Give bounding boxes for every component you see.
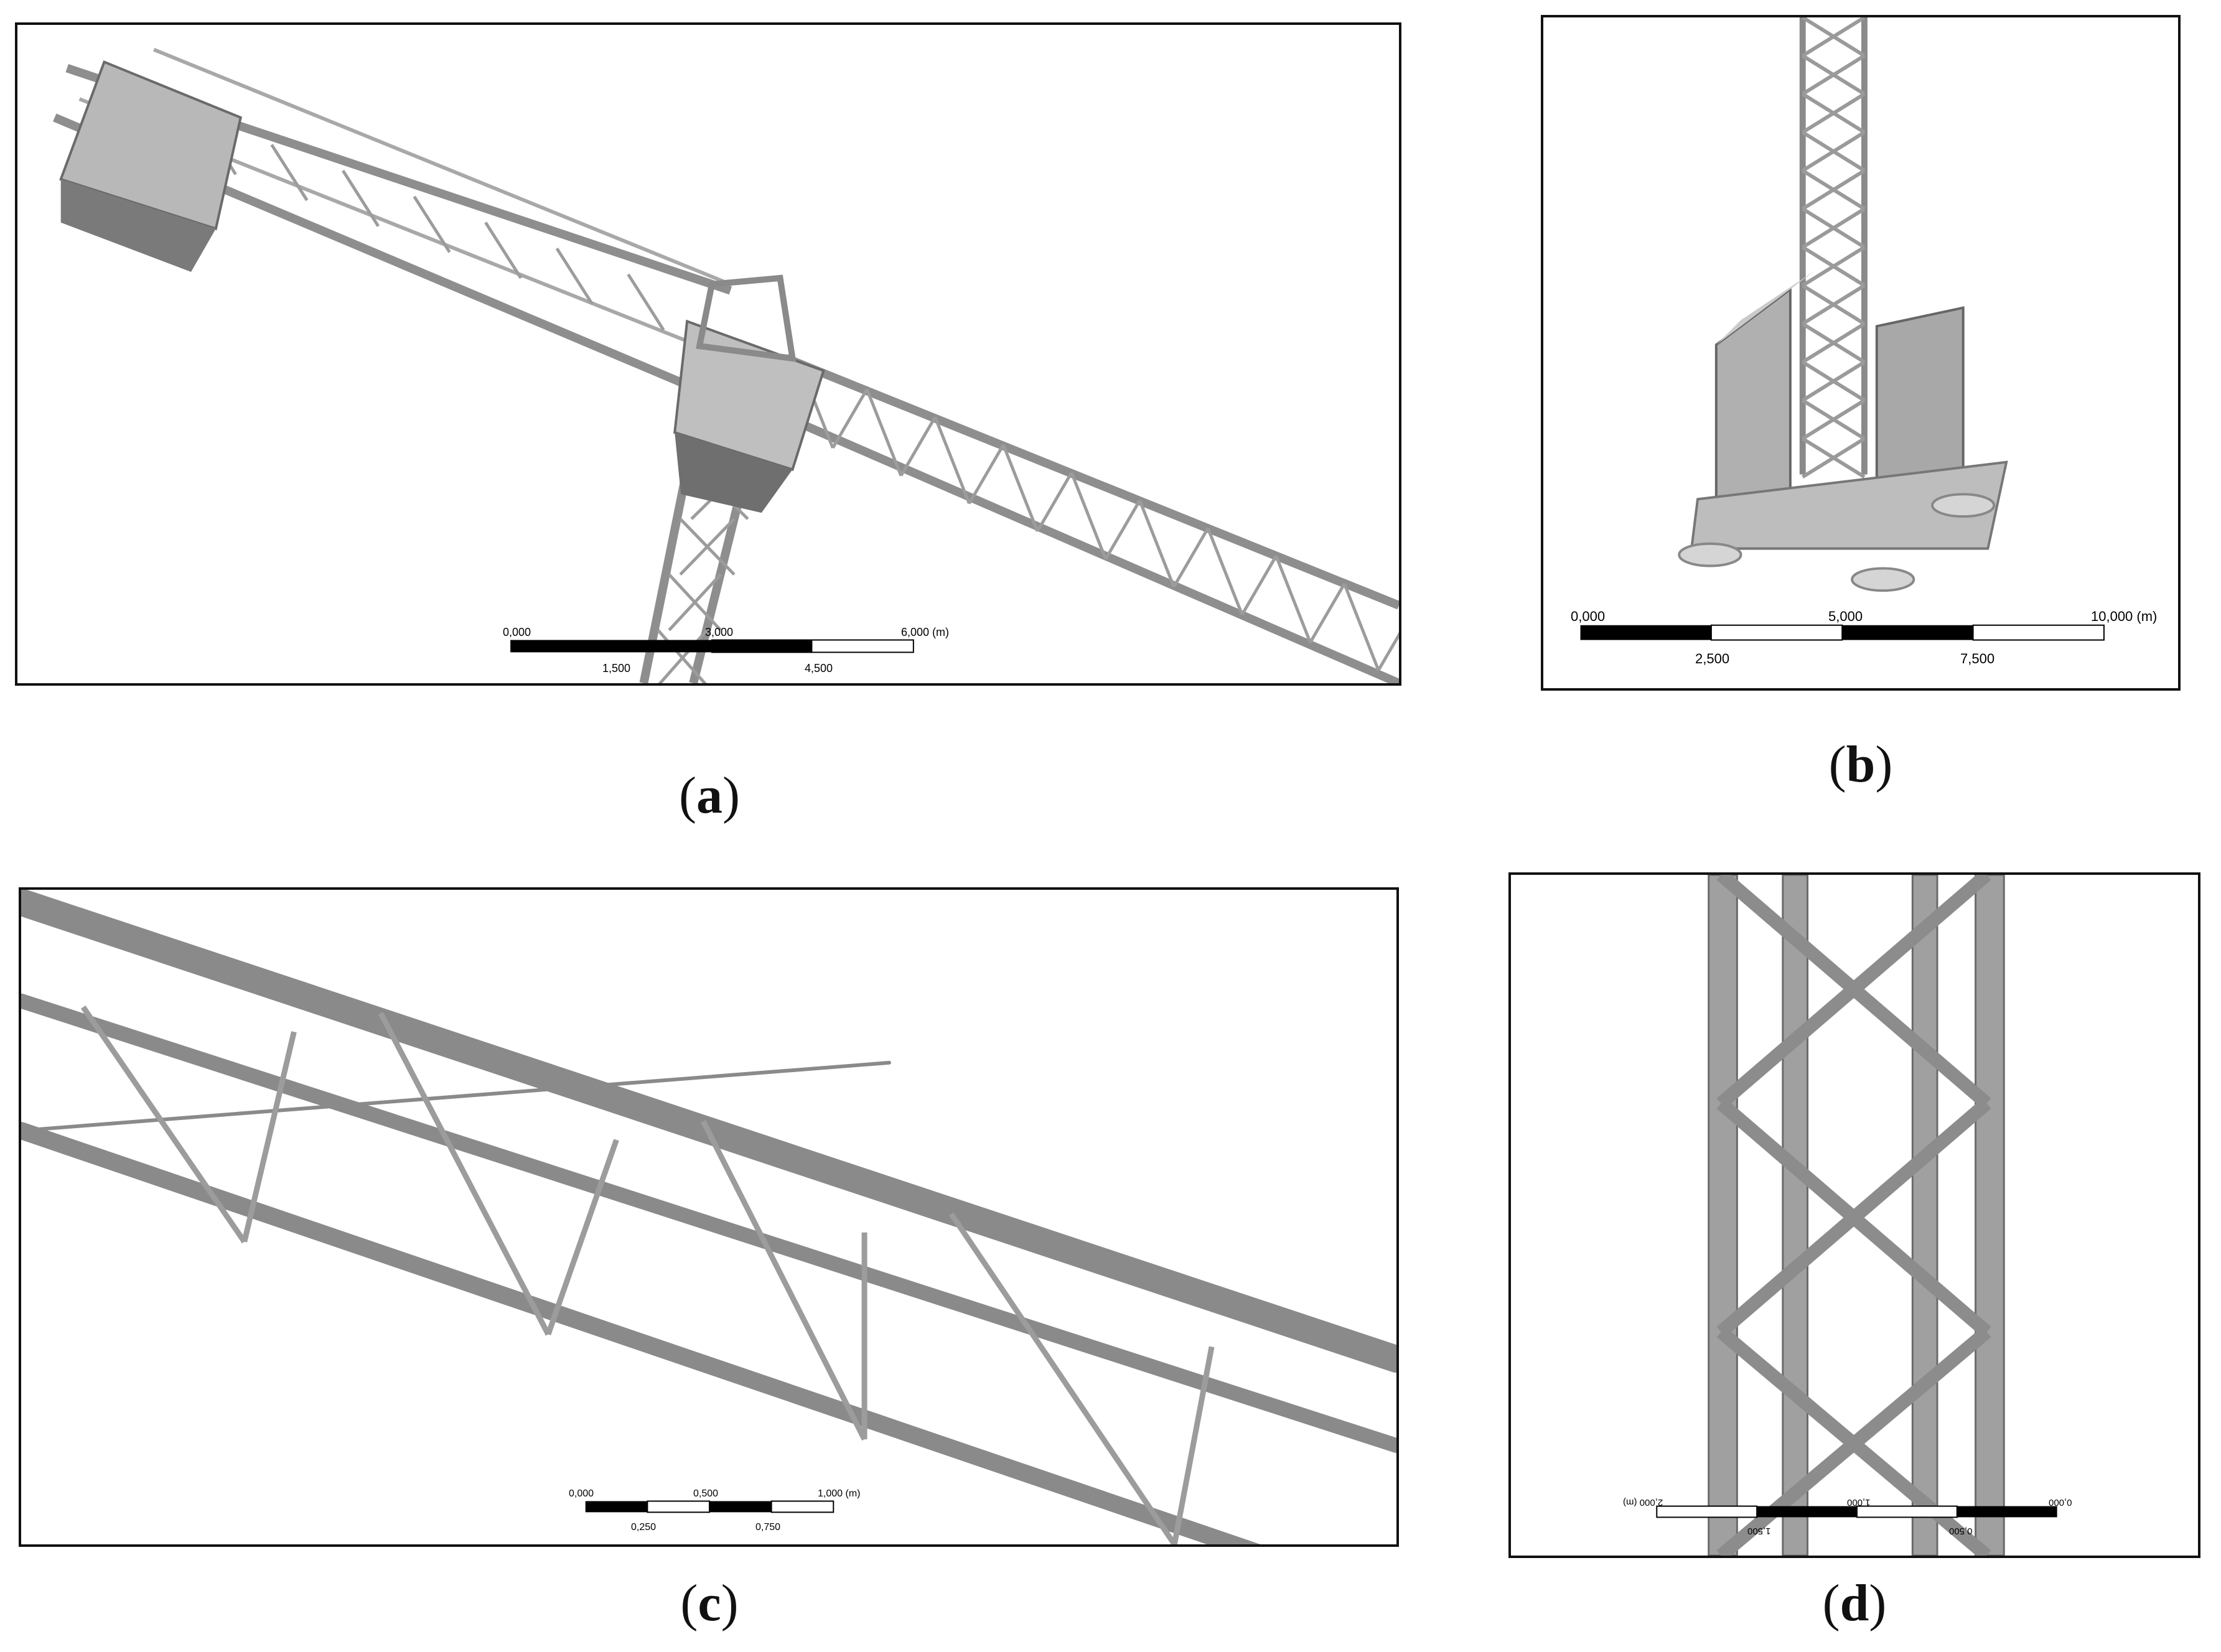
panel-a: 0,000 3,000 6,000 (m) 1,500 4,500 — [15, 22, 1401, 686]
scale-label-b-3: 2,500 — [1695, 651, 1730, 666]
scale-label-c-2: 1,000 (m) — [818, 1488, 861, 1499]
scale-label-d-3: 0,500 — [1949, 1526, 1973, 1536]
scale-label-b-0: 0,000 — [1571, 609, 1606, 624]
scale-label-c-3: 0,250 — [631, 1522, 657, 1533]
crane-base-render — [1580, 17, 2105, 641]
scale-label-b-1: 5,000 — [1828, 609, 1863, 624]
scale-label-a-1: 3,000 — [705, 626, 734, 638]
mast-section-detail-render — [1656, 875, 2057, 1556]
scale-label-d-2: 2,000 (m) — [1623, 1497, 1663, 1508]
scale-label-d-1: 1,000 — [1847, 1497, 1871, 1508]
scale-label-c-0: 0,000 — [569, 1488, 594, 1499]
jib-truss-detail-render — [21, 890, 1396, 1544]
scale-label-c-1: 0,500 — [693, 1488, 719, 1499]
scale-label-a-2: 6,000 (m) — [901, 626, 950, 638]
scale-label-d-4: 1,500 — [1747, 1526, 1771, 1536]
scale-bar-a — [510, 639, 914, 653]
scale-label-a-3: 1,500 — [602, 662, 631, 674]
caption-c: (c) — [680, 1574, 739, 1632]
caption-b: (b) — [1828, 735, 1893, 793]
caption-d: (d) — [1822, 1574, 1887, 1632]
scale-label-a-0: 0,000 — [503, 626, 531, 638]
panel-b: 0,000 5,000 10,000 (m) 2,500 7,500 — [1541, 15, 2181, 691]
scale-label-b-2: 10,000 (m) — [2091, 609, 2158, 624]
scale-label-c-4: 0,750 — [755, 1522, 781, 1533]
scale-label-a-4: 4,500 — [805, 662, 833, 674]
scale-label-b-4: 7,500 — [1960, 651, 1995, 666]
caption-a: (a) — [679, 767, 740, 824]
crane-jib-render — [53, 47, 1399, 683]
panel-c: 0,000 0,500 1,000 (m) 0,250 0,750 — [19, 887, 1399, 1547]
scale-label-d-0: 0,000 — [2049, 1497, 2072, 1508]
panel-d: 0,000 1,000 2,000 (m) 0,500 1,500 — [1508, 872, 2200, 1558]
